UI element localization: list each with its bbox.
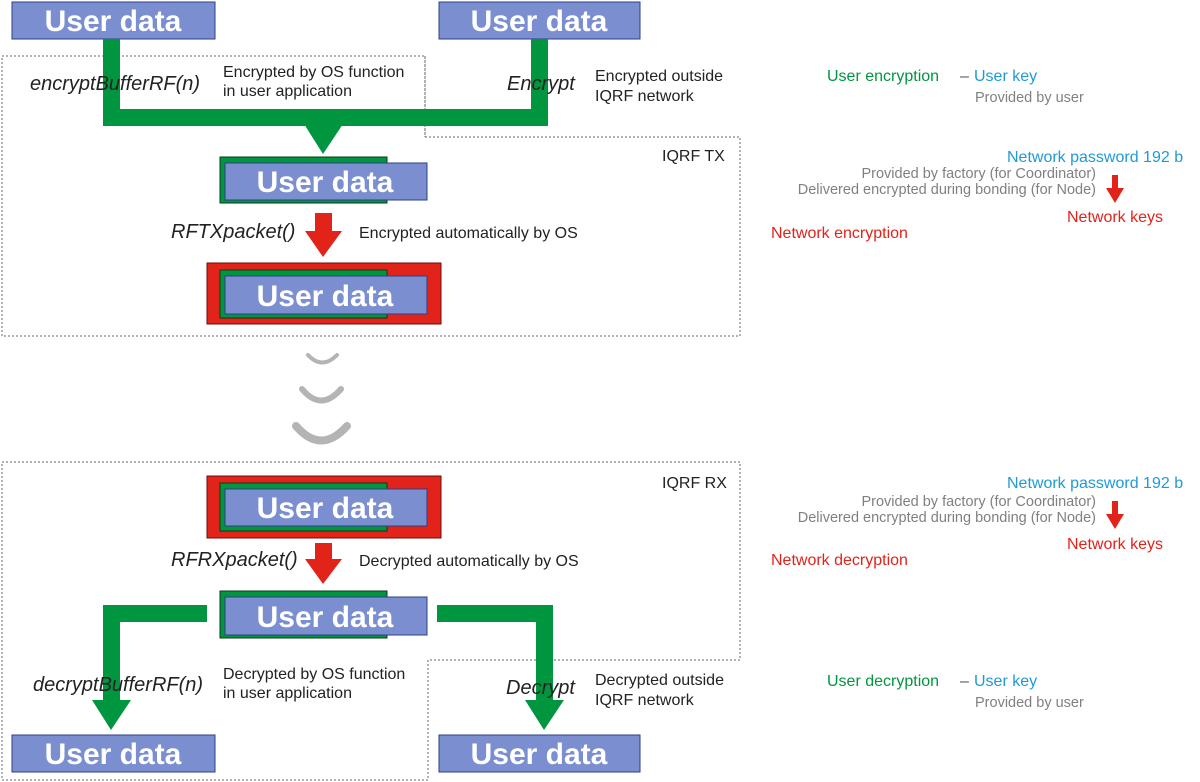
decrypt-ext-desc-1: Decrypted outside (595, 672, 724, 689)
decrypt-ext-desc-2: IQRF network (595, 692, 695, 709)
rx-user-app-region (1, 461, 741, 781)
legend-user-decryption: User decryption (827, 673, 939, 690)
legend-delivered-encrypted-tx: Delivered encrypted during bonding (for … (798, 182, 1096, 198)
rfrxpacket-label: RFRXpacket() (171, 549, 298, 571)
rf-wave-icon (292, 353, 351, 445)
legend-user-key-rx: User key (974, 673, 1037, 690)
legend-provided-by-user-rx: Provided by user (975, 695, 1084, 711)
rfrxpacket-desc: Decrypted automatically by OS (359, 553, 579, 570)
network-decryption-arrow (305, 543, 342, 584)
decrypt-buffer-rf-label: decryptBufferRF(n) (33, 674, 203, 696)
rftxpacket-label: RFTXpacket() (171, 221, 295, 243)
legend-dash-tx: – (960, 68, 969, 85)
decrypt-buffer-rf-desc-2: in user application (223, 685, 352, 702)
network-key-arrow-tx (1106, 175, 1124, 203)
decrypt-buffer-rf-desc-1: Decrypted by OS function (223, 666, 405, 683)
encrypt-ext-label: Encrypt (507, 73, 576, 95)
encrypt-buffer-rf-desc-1: Encrypted by OS function (223, 64, 404, 81)
legend-network-password-rx: Network password 192 b (1007, 475, 1183, 492)
legend-provided-by-factory-tx: Provided by factory (for Coordinator) (861, 166, 1096, 182)
rx-dest-user-data-left: User data (11, 734, 216, 773)
rx-dest-user-data-right: User data (438, 734, 641, 773)
legend-dash-rx: – (960, 673, 969, 690)
legend-provided-by-user-tx: Provided by user (975, 90, 1084, 106)
tx-user-encrypted-block: User data (219, 156, 428, 204)
user-encryption-merge-arrow (103, 39, 548, 154)
encrypt-buffer-rf-label: encryptBufferRF(n) (30, 73, 200, 95)
legend-provided-by-factory-rx: Provided by factory (for Coordinator) (861, 494, 1096, 510)
tx-user-app-region (1, 55, 741, 337)
tx-source-user-data-right: User data (438, 1, 641, 40)
iqrf-rx-label: IQRF RX (662, 475, 727, 492)
tx-network-encrypted-block: User data (206, 262, 442, 325)
rx-user-encrypted-block: User data (219, 590, 428, 639)
legend-network-keys-tx: Network keys (1067, 209, 1163, 226)
rftxpacket-desc: Encrypted automatically by OS (359, 225, 578, 242)
svg-text:User data: User data (257, 601, 394, 634)
svg-text:User data: User data (257, 166, 394, 199)
legend-network-password-tx: Network password 192 b (1007, 149, 1183, 166)
legend-network-decryption: Network decryption (771, 552, 908, 569)
network-key-arrow-rx (1106, 501, 1124, 529)
encrypt-ext-desc-1: Encrypted outside (595, 68, 723, 85)
legend-network-keys-rx: Network keys (1067, 536, 1163, 553)
tx-source-user-data-left: User data (11, 1, 216, 40)
legend-network-encryption: Network encryption (771, 225, 908, 242)
svg-text:User data: User data (471, 738, 608, 771)
svg-text:User data: User data (257, 492, 394, 525)
legend-user-key-tx: User key (974, 68, 1037, 85)
iqrf-tx-label: IQRF TX (662, 148, 725, 165)
encrypt-ext-desc-2: IQRF network (595, 88, 695, 105)
rx-network-encrypted-block: User data (206, 475, 442, 539)
svg-text:User data: User data (257, 280, 394, 313)
legend-delivered-encrypted-rx: Delivered encrypted during bonding (for … (798, 510, 1096, 526)
decrypt-ext-label: Decrypt (506, 677, 576, 699)
user-decryption-split-arrow (92, 605, 564, 730)
encrypt-buffer-rf-desc-2: in user application (223, 83, 352, 100)
svg-text:User data: User data (45, 5, 182, 38)
legend-user-encryption: User encryption (827, 68, 939, 85)
network-encryption-arrow (305, 213, 342, 257)
svg-text:User data: User data (471, 5, 608, 38)
svg-text:User data: User data (45, 738, 182, 771)
